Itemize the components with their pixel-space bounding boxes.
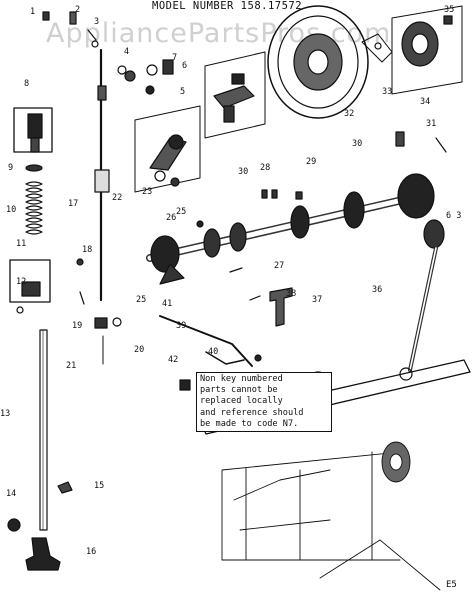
part-15-thread-guard xyxy=(57,481,73,494)
arm-shaft xyxy=(146,173,435,285)
callout-23: 23 xyxy=(142,187,153,197)
part-20-needle-clamp xyxy=(94,317,122,329)
callout-36: 36 xyxy=(372,285,383,295)
callout-32: 32 xyxy=(344,109,355,119)
callout-19: 19 xyxy=(72,321,83,331)
part-6-crank-panel xyxy=(204,51,266,139)
callout-3: 3 xyxy=(94,17,100,27)
corner-code: E5 xyxy=(446,580,457,590)
callout-9: 9 xyxy=(8,163,14,173)
callout-30-left: 30 xyxy=(238,167,249,177)
callout-35: 35 xyxy=(444,5,455,15)
callout-27: 27 xyxy=(274,261,285,271)
callout-17: 17 xyxy=(68,199,79,209)
part-30-collar xyxy=(395,131,405,147)
callout-40: 40 xyxy=(208,347,219,357)
part-14-thumb-screw xyxy=(7,518,21,532)
callout-11: 11 xyxy=(16,239,27,249)
part-10-presser-spring xyxy=(25,181,43,235)
part-36-connecting-link xyxy=(399,246,438,381)
callout-2: 2 xyxy=(75,5,81,15)
part-8-presser-bar-bushing xyxy=(13,107,53,153)
part-16-presser-foot xyxy=(25,537,61,571)
part-11-presser-bar-guide-box xyxy=(9,259,51,314)
part-18-thread-guide xyxy=(76,258,84,266)
callout-33: 33 xyxy=(382,87,393,97)
callout-1: 1 xyxy=(30,7,36,17)
part-3-needle-bar-link xyxy=(87,29,99,48)
part-42-screw xyxy=(179,379,191,391)
callout-29: 29 xyxy=(306,157,317,167)
machine-head-outline xyxy=(221,441,441,591)
note-line-3: replaced locally xyxy=(200,396,283,407)
callout-21: 21 xyxy=(66,361,77,371)
callout-34: 34 xyxy=(420,97,431,107)
callout-6: 6 xyxy=(182,61,188,71)
note-line-2: parts cannot be xyxy=(200,385,278,396)
callout-12: 12 xyxy=(16,277,27,287)
callout-41: 41 xyxy=(162,299,173,309)
part-13-presser-bar xyxy=(39,329,48,531)
part-22-take-up-lever-assembly xyxy=(134,105,201,193)
callout-25-upper: 25 xyxy=(176,207,187,217)
part-28-29-screws xyxy=(261,189,303,200)
note-line-4: and reference should xyxy=(200,407,304,418)
callout-5: 5 xyxy=(180,87,186,97)
callout-31: 31 xyxy=(426,119,437,129)
callout-10: 10 xyxy=(6,205,17,215)
callout-15: 15 xyxy=(94,481,105,491)
model-number-label: MODEL NUMBER 158.17572 xyxy=(152,0,303,12)
part-19-screw xyxy=(79,291,85,305)
part-17-needle-bar xyxy=(94,48,110,302)
part-37-lever xyxy=(269,287,293,327)
part-40-41-crank-parts xyxy=(205,351,262,365)
note-line-1: Non key numbered xyxy=(200,374,283,384)
callout-42: 42 xyxy=(168,355,179,365)
part-27-screw xyxy=(229,267,243,273)
callout-39: 39 xyxy=(176,321,187,331)
callout-18: 18 xyxy=(82,245,93,255)
callout-20: 20 xyxy=(134,345,145,355)
note-line-5: be made to code N7. xyxy=(200,418,299,429)
part-2-bushing xyxy=(69,11,77,25)
callout-25-lower: 25 xyxy=(136,295,147,305)
callout-30-right: 30 xyxy=(352,139,363,149)
callout-16: 16 xyxy=(86,547,97,557)
callout-37: 37 xyxy=(312,295,323,305)
part-38-spring xyxy=(249,295,261,301)
callout-7: 7 xyxy=(172,53,178,63)
part-23-hinge-stud xyxy=(170,177,180,187)
part-26-set-screw xyxy=(196,220,204,228)
callout-38: 38 xyxy=(286,289,297,299)
part-35-set-screw xyxy=(443,15,453,25)
replacement-note: Non key numbered parts cannot be replace… xyxy=(196,372,332,433)
part-39-feed-rock-shaft-crank xyxy=(159,315,253,367)
part-63-collar xyxy=(423,219,445,249)
callout-26: 26 xyxy=(166,213,177,223)
part-32-pulley xyxy=(267,5,369,119)
callout-28: 28 xyxy=(260,163,271,173)
part-31-spring-pin xyxy=(435,137,447,153)
callout-4: 4 xyxy=(124,47,130,57)
part-4-7-take-up-parts xyxy=(117,59,174,95)
callout-14: 14 xyxy=(6,489,17,499)
part-34-handwheel-panel xyxy=(391,5,463,95)
callout-63: 6 3 xyxy=(446,211,462,221)
callout-13: 13 xyxy=(0,409,11,419)
part-1-screw xyxy=(42,11,50,21)
callout-22: 22 xyxy=(112,193,123,203)
part-9-washer xyxy=(25,164,43,172)
callout-8: 8 xyxy=(24,79,30,89)
